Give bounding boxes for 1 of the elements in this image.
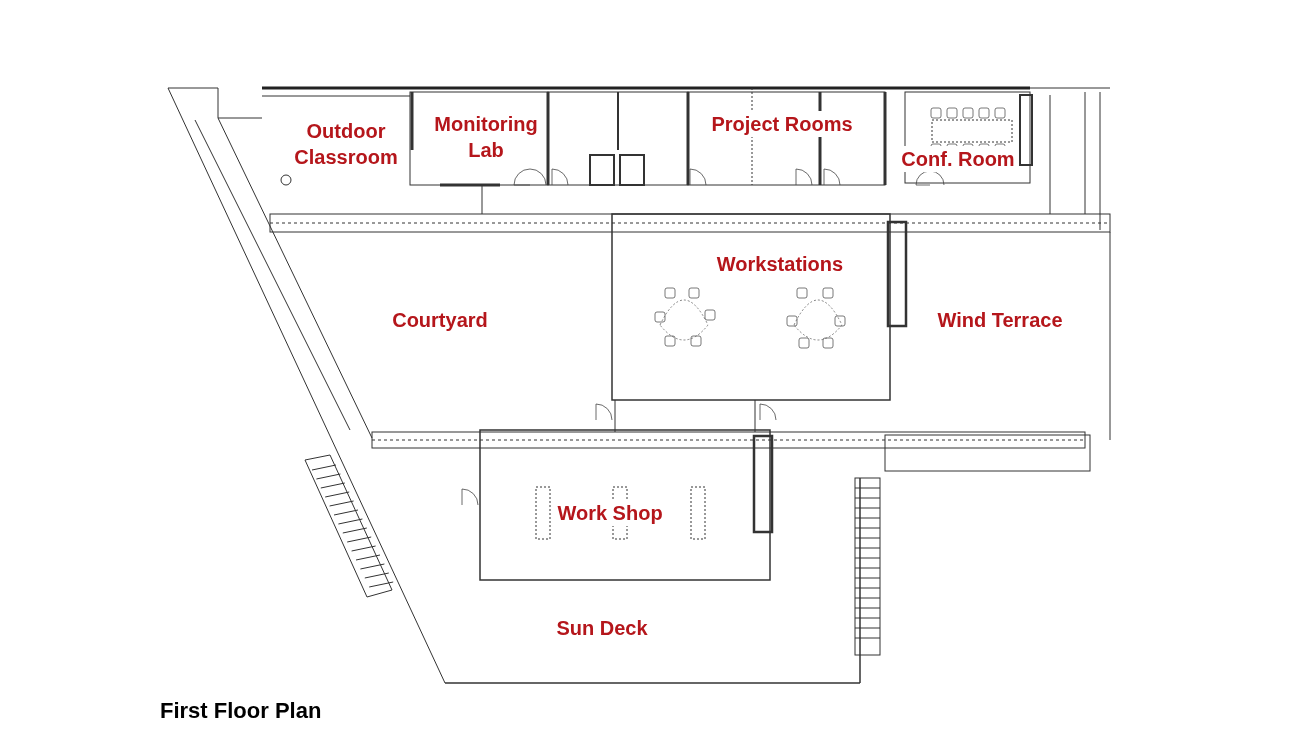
- plan-title: First Floor Plan: [160, 697, 322, 725]
